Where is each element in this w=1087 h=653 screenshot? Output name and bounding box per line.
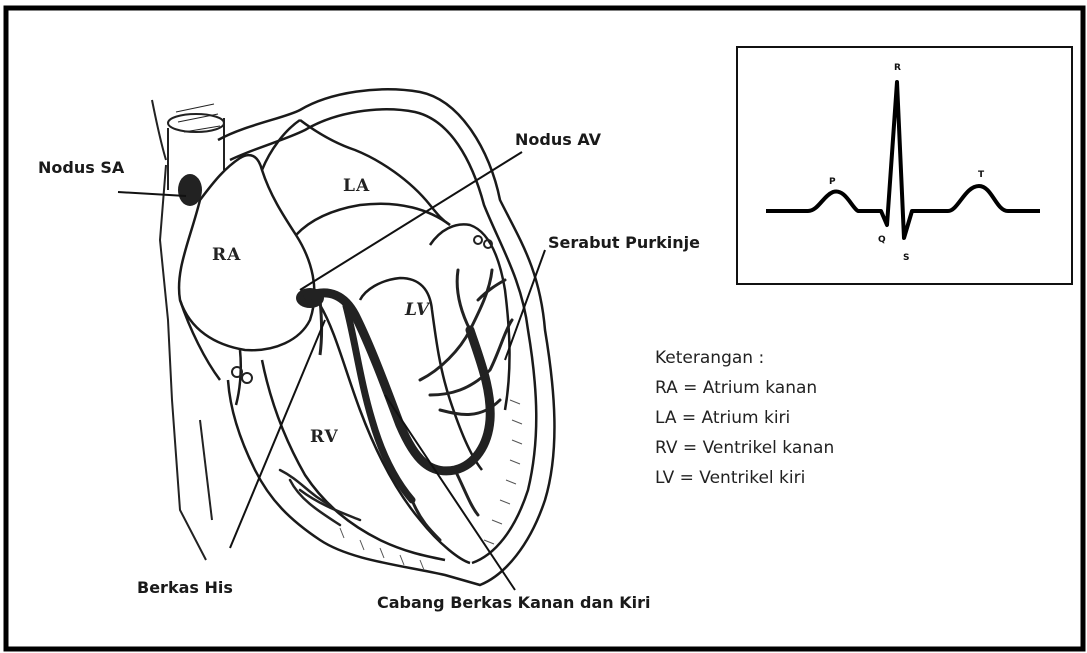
ecg-label-s: S <box>903 253 909 263</box>
leader-nodus-av <box>300 152 522 290</box>
leader-nodus-sa <box>118 192 186 196</box>
label-berkas-his: Berkas His <box>137 578 233 597</box>
ecg-label-r: R <box>894 63 901 73</box>
chamber-lv: LV <box>405 300 430 320</box>
ecg-label-p: P <box>829 177 836 187</box>
chamber-rv: RV <box>310 427 339 447</box>
legend: Keterangan : RA = Atrium kanan LA = Atri… <box>655 343 834 493</box>
sa-node <box>178 174 202 206</box>
valve-details <box>232 236 492 383</box>
ecg-box <box>737 47 1072 284</box>
label-nodus-sa: Nodus SA <box>38 158 124 177</box>
ecg-label-t: T <box>978 170 984 180</box>
legend-item: LV = Ventrikel kiri <box>655 463 834 493</box>
legend-item: RV = Ventrikel kanan <box>655 433 834 463</box>
legend-item: RA = Atrium kanan <box>655 373 834 403</box>
label-cabang-berkas: Cabang Berkas Kanan dan Kiri <box>377 593 650 612</box>
chamber-ra: RA <box>212 245 241 265</box>
legend-item: LA = Atrium kiri <box>655 403 834 433</box>
conduction-system <box>178 174 512 540</box>
ecg-label-q: Q <box>878 235 886 245</box>
chamber-la: LA <box>343 176 370 196</box>
legend-title: Keterangan : <box>655 343 834 373</box>
superior-vena-cava <box>152 100 224 560</box>
label-serabut-purkinje: Serabut Purkinje <box>548 233 700 252</box>
label-nodus-av: Nodus AV <box>515 130 601 149</box>
